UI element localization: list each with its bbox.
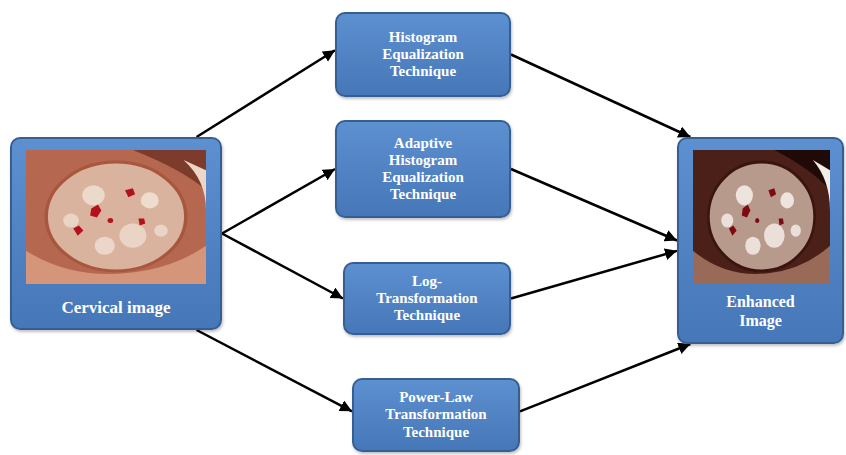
enhanced-photo [693,150,830,284]
arrow-connector [520,344,690,411]
output-image-box: Enhanced Image [677,137,844,344]
arrow-connector [197,50,335,137]
process-box: Histogram Equalization Technique [335,12,511,97]
image-caption: Enhanced Image [711,293,811,330]
arrow-connector [511,251,677,299]
process-box: Log- Transformation Technique [343,262,511,335]
input-image-box: Cervical image [10,137,222,330]
arrow-connector [511,55,690,138]
arrow-connector [511,169,677,241]
arrow-connector [222,169,335,234]
image-caption: Cervical image [61,298,170,318]
process-box: Power-Law Transformation Technique [352,378,520,452]
arrow-connector [197,330,352,411]
process-label: Adaptive Histogram Equalization Techniqu… [362,135,484,204]
process-label: Log- Transformation Technique [366,273,488,325]
process-box: Adaptive Histogram Equalization Techniqu… [335,120,511,218]
cervix-photo [26,150,206,284]
process-label: Power-Law Transformation Technique [375,389,497,441]
process-label: Histogram Equalization Technique [362,29,484,81]
arrow-connector [222,234,343,299]
